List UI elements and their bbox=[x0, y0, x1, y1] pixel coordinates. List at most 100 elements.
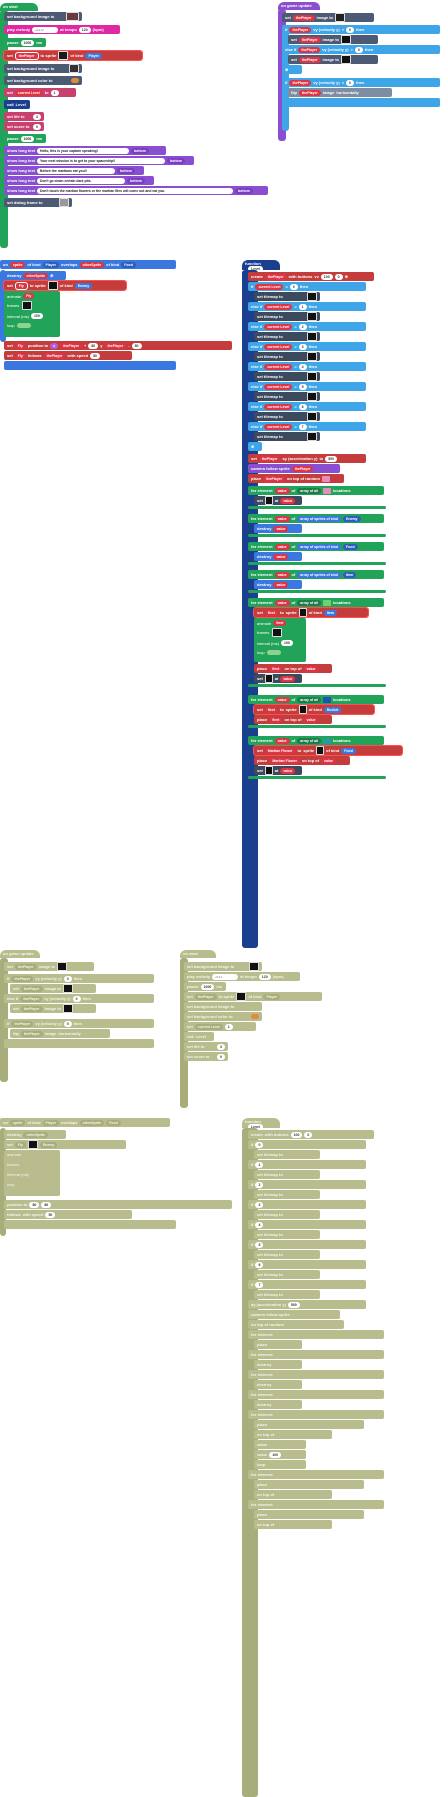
ghost-zero-3[interactable]: 0 bbox=[63, 1020, 72, 1027]
tempo-input[interactable]: 120 bbox=[78, 26, 91, 33]
ghost-bg-color-swatch[interactable] bbox=[251, 1014, 259, 1019]
flower-sprite-thumb[interactable] bbox=[316, 746, 325, 755]
ghost-for-item[interactable]: for element bbox=[248, 1390, 384, 1399]
tilemap-thumb-5[interactable] bbox=[307, 392, 317, 401]
set-current-level-block[interactable]: set current Level to 1 bbox=[4, 88, 76, 97]
play-melody-block[interactable]: play melody ♪♪♪♪♪ at tempo 120 (bpm) bbox=[4, 25, 120, 34]
set-tilemap-block-3[interactable]: set tilemap to bbox=[254, 352, 320, 361]
zero-input-2[interactable]: 0 bbox=[354, 46, 363, 53]
background-image-thumb-2[interactable] bbox=[69, 64, 79, 73]
ghost-player-var[interactable]: thePlayer bbox=[194, 993, 217, 1000]
ghost-player-pill-7[interactable]: thePlayer bbox=[21, 1030, 43, 1037]
melody-editor[interactable]: ♪♪♪♪♪ bbox=[32, 26, 59, 33]
array-sprites-food[interactable]: array of sprites of kind bbox=[297, 543, 342, 550]
create-controls-block[interactable]: create thePlayer with buttons vx 100 0 ⊕ bbox=[248, 272, 374, 281]
destroy-enemy-value[interactable]: value bbox=[273, 525, 289, 532]
ghost-fly-thumb[interactable] bbox=[27, 1140, 38, 1149]
accel-player-pill[interactable]: thePlayer bbox=[258, 455, 281, 462]
game-update-group[interactable]: on game update set thePlayer image to if… bbox=[278, 0, 448, 145]
ghost-vx-input[interactable]: 100 bbox=[290, 1131, 303, 1138]
ghost-for-fleet[interactable]: for element bbox=[248, 1410, 384, 1419]
ghost-for-item-body[interactable]: destroy bbox=[254, 1400, 302, 1409]
zero-input-1[interactable]: 0 bbox=[346, 26, 354, 33]
pos-fly-pill[interactable]: Fly bbox=[14, 342, 26, 349]
place-flower-value[interactable]: value bbox=[321, 757, 336, 764]
ghost-if-level-7-value[interactable]: 7 bbox=[255, 1281, 264, 1288]
level-input-7[interactable]: 7 bbox=[298, 423, 307, 430]
food-kind-pill[interactable]: Food bbox=[343, 543, 358, 550]
player-pill-4[interactable]: thePlayer bbox=[298, 56, 321, 63]
ghost-anim-2[interactable]: loop bbox=[254, 1460, 306, 1469]
flower-var-pill[interactable]: Martian Flower bbox=[264, 747, 296, 754]
overlaps-hat[interactable]: on sprite of kind Player overlaps otherS… bbox=[0, 260, 176, 269]
place-fleet-value[interactable]: value bbox=[303, 665, 319, 672]
set-fleet-sprite-block[interactable]: set fleet to sprite of kind Item bbox=[253, 607, 369, 618]
tile-pink-thumb-2[interactable] bbox=[323, 487, 332, 494]
ghost-function-hat[interactable]: functionLevel bbox=[242, 1118, 280, 1130]
ghost-if-level-5-value[interactable]: 5 bbox=[255, 1241, 264, 1248]
follow-target-pill[interactable]: thePlayer bbox=[43, 352, 66, 359]
ghost-player-pill-3[interactable]: thePlayer bbox=[20, 985, 43, 992]
ghost-if-level-1-value[interactable]: 1 bbox=[255, 1161, 264, 1168]
ghost-set-tilemap-3[interactable]: set tilemap to bbox=[254, 1210, 320, 1219]
array-sprites-item[interactable]: array of sprites of kind bbox=[297, 571, 342, 578]
set-background-image-block[interactable]: set background image to bbox=[4, 12, 82, 21]
image-thumb[interactable] bbox=[335, 13, 345, 22]
set-background-image-block-2[interactable]: set background image to bbox=[4, 64, 82, 73]
x-offset-input[interactable]: 80 bbox=[88, 342, 99, 349]
if-level-0-block[interactable]: if current Level = 0 then bbox=[248, 282, 366, 291]
ghost-image-up-thumb[interactable] bbox=[63, 984, 73, 993]
animate-fly-pill[interactable]: Fly bbox=[23, 293, 35, 299]
ghost-destroy-target[interactable]: otherSprite bbox=[23, 1131, 49, 1138]
ghost-player-thumb[interactable] bbox=[236, 992, 247, 1001]
ghost-player-pill-6[interactable]: thePlayer bbox=[11, 1020, 34, 1027]
on-start-hat[interactable]: on start bbox=[0, 3, 38, 11]
tile-flower-thumb[interactable] bbox=[264, 766, 273, 775]
ghost-y-offset[interactable]: 80 bbox=[41, 1201, 52, 1208]
ghost-speed-input[interactable]: 50 bbox=[45, 1211, 56, 1218]
ghost-x-offset[interactable]: 80 bbox=[29, 1201, 40, 1208]
interval-fleet-input[interactable]: 100 bbox=[281, 640, 293, 646]
set-player-image-block[interactable]: set thePlayer image to bbox=[282, 13, 374, 22]
ghost-pause-input[interactable]: 1000 bbox=[200, 983, 215, 990]
create-add-icon[interactable]: ⊕ bbox=[344, 274, 348, 279]
y-offset-input[interactable]: 80 bbox=[131, 342, 142, 349]
array-all-7[interactable]: array of all bbox=[297, 737, 322, 744]
player-pill-3[interactable]: thePlayer bbox=[298, 46, 321, 53]
set-score-block[interactable]: set score to 0 bbox=[4, 122, 44, 131]
ghost-set-tilemap-7[interactable]: set tilemap to bbox=[254, 1290, 320, 1299]
frames-thumb[interactable] bbox=[22, 301, 32, 310]
loop-toggle[interactable] bbox=[16, 323, 31, 328]
array-sprites-enemy[interactable]: array of sprites of kind bbox=[297, 515, 342, 522]
ghost-fly-pill[interactable]: Fly bbox=[14, 1141, 26, 1148]
for-flower-locations-block[interactable]: for element value of array of all locati… bbox=[248, 736, 384, 745]
ghost-set-tilemap-1[interactable]: set tilemap to bbox=[254, 1170, 320, 1179]
ghost-for-rocket-body[interactable]: place bbox=[254, 1480, 364, 1489]
ghost-zero-2[interactable]: 0 bbox=[72, 995, 81, 1002]
player-sprite-thumb[interactable] bbox=[58, 51, 69, 60]
position-dropdown-4[interactable]: bottom bbox=[127, 177, 145, 184]
player-pill-5[interactable]: thePlayer bbox=[289, 79, 312, 86]
tile-teal-thumb[interactable] bbox=[323, 737, 332, 744]
set-life-block[interactable]: set life to 3 bbox=[4, 112, 44, 121]
ghost-for-locations[interactable]: for element bbox=[248, 1330, 384, 1339]
camera-follow-block[interactable]: camera follow sprite thePlayer bbox=[248, 464, 340, 473]
value-var-3[interactable]: value bbox=[274, 543, 290, 550]
ghost-kind-player-ov[interactable]: Player bbox=[42, 1119, 60, 1126]
ghost-set-bg-block-2[interactable]: set background image to bbox=[184, 1002, 262, 1011]
level-input-5[interactable]: 5 bbox=[298, 383, 307, 390]
set-tilemap-block-0[interactable]: set tilemap to bbox=[254, 292, 320, 301]
ghost-bg-thumb[interactable] bbox=[249, 962, 259, 971]
set-tilemap-block-6[interactable]: set tilemap to bbox=[254, 412, 320, 421]
